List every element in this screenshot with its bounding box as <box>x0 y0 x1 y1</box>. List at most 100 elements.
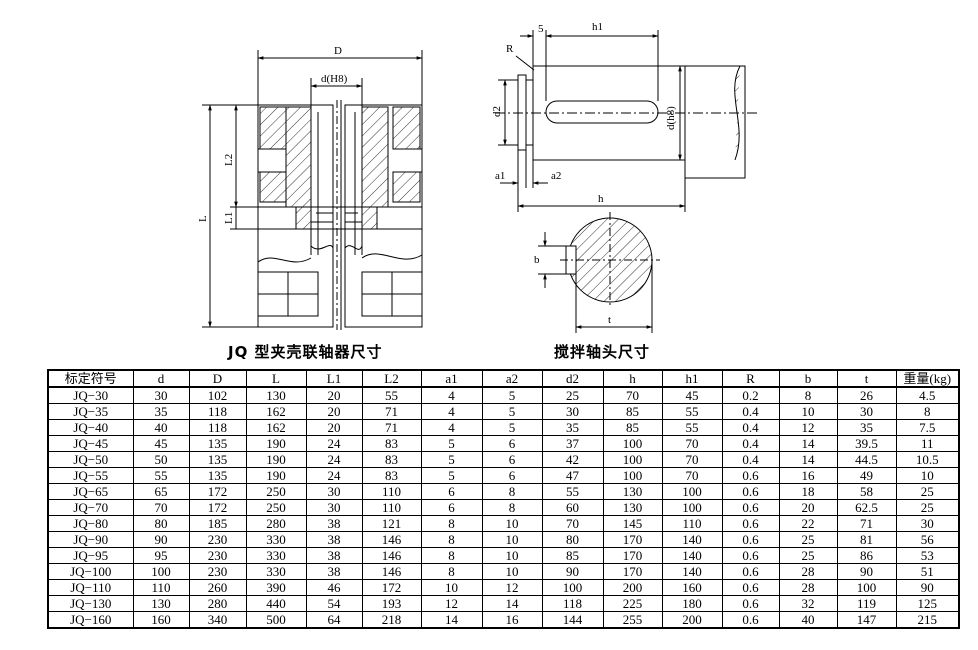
table-cell: 25 <box>895 499 960 516</box>
table-cell: 32 <box>778 595 838 612</box>
table-cell: 90 <box>541 563 604 580</box>
table-cell: 160 <box>132 611 190 629</box>
table-cell: 10 <box>481 515 543 532</box>
table-cell: 30 <box>132 386 190 404</box>
table-cell: 35 <box>836 419 897 436</box>
table-cell: 5 <box>481 419 543 436</box>
table-cell: 0.6 <box>721 531 780 548</box>
table-cell: 172 <box>188 483 247 500</box>
column-header: a1 <box>420 369 483 388</box>
column-header: h1 <box>661 369 723 388</box>
table-cell: 86 <box>836 547 897 564</box>
table-cell: 10 <box>420 579 483 596</box>
table-cell: 40 <box>778 611 838 629</box>
table-cell: 38 <box>305 531 363 548</box>
table-cell: 25 <box>778 531 838 548</box>
table-cell: 10 <box>895 467 960 484</box>
table-cell: 70 <box>661 451 723 468</box>
table-cell: 22 <box>778 515 838 532</box>
table-cell: 38 <box>305 547 363 564</box>
label-a2: a2 <box>551 170 561 182</box>
table-cell: 30 <box>895 515 960 532</box>
label-R: R <box>506 43 514 55</box>
column-header: d2 <box>541 369 604 388</box>
table-cell: 4.5 <box>895 386 960 404</box>
table-cell: 170 <box>602 531 663 548</box>
table-cell: 330 <box>245 563 307 580</box>
table-cell: 0.6 <box>721 579 780 596</box>
table-cell: 110 <box>661 515 723 532</box>
table-cell: 70 <box>661 435 723 452</box>
table-cell: 172 <box>188 499 247 516</box>
table-cell: 118 <box>188 419 247 436</box>
table-cell: 193 <box>361 595 422 612</box>
column-header: b <box>778 369 838 388</box>
table-cell: 47 <box>541 467 604 484</box>
table-cell: 200 <box>661 611 723 629</box>
table-cell: 100 <box>661 499 723 516</box>
table-cell: 90 <box>132 531 190 548</box>
table-cell: 85 <box>602 419 663 436</box>
label-L1: L1 <box>223 212 235 224</box>
table-cell: 0.6 <box>721 499 780 516</box>
table-cell: 25 <box>541 386 604 404</box>
table-cell: 440 <box>245 595 307 612</box>
table-cell: 38 <box>305 563 363 580</box>
table-cell: 218 <box>361 611 422 629</box>
table-cell: 121 <box>361 515 422 532</box>
table-cell: 30 <box>541 403 604 420</box>
table-cell: 20 <box>305 386 363 404</box>
table-cell: 14 <box>420 611 483 629</box>
table-cell: JQ−30 <box>47 386 134 404</box>
table-cell: 35 <box>132 403 190 420</box>
table-cell: JQ−95 <box>47 547 134 564</box>
table-cell: 70 <box>132 499 190 516</box>
table-cell: 65 <box>132 483 190 500</box>
table-cell: 12 <box>420 595 483 612</box>
table-cell: 130 <box>245 386 307 404</box>
table-cell: 90 <box>836 563 897 580</box>
table-cell: 28 <box>778 563 838 580</box>
label-dH8: d(H8) <box>321 73 348 85</box>
label-dh8: d(h8) <box>665 106 677 130</box>
table-cell: 81 <box>836 531 897 548</box>
table-cell: JQ−90 <box>47 531 134 548</box>
table-cell: 71 <box>836 515 897 532</box>
table-cell: 26 <box>836 386 897 404</box>
table-cell: JQ−130 <box>47 595 134 612</box>
table-cell: 24 <box>305 451 363 468</box>
table-cell: 24 <box>305 467 363 484</box>
table-cell: 110 <box>361 483 422 500</box>
table-cell: 14 <box>778 435 838 452</box>
shaft-caption: 搅拌轴头尺寸 <box>554 343 651 361</box>
table-cell: 102 <box>188 386 247 404</box>
table-cell: 100 <box>602 435 663 452</box>
table-cell: 51 <box>895 563 960 580</box>
table-cell: 56 <box>895 531 960 548</box>
table-cell: 100 <box>602 467 663 484</box>
column-header: D <box>188 369 247 388</box>
table-cell: JQ−35 <box>47 403 134 420</box>
table-cell: 49 <box>836 467 897 484</box>
table-cell: 6 <box>420 483 483 500</box>
table-cell: 172 <box>361 579 422 596</box>
table-cell: 100 <box>836 579 897 596</box>
table-cell: 145 <box>602 515 663 532</box>
table-cell: 255 <box>602 611 663 629</box>
table-cell: 40 <box>132 419 190 436</box>
table-cell: 130 <box>132 595 190 612</box>
table-cell: 180 <box>661 595 723 612</box>
table-cell: 8 <box>481 499 543 516</box>
table-cell: JQ−55 <box>47 467 134 484</box>
table-cell: 10 <box>481 531 543 548</box>
table-cell: 70 <box>602 386 663 404</box>
table-cell: 11 <box>895 435 960 452</box>
table-cell: 10 <box>778 403 838 420</box>
label-h: h <box>598 193 604 205</box>
table-cell: 55 <box>132 467 190 484</box>
table-cell: 18 <box>778 483 838 500</box>
